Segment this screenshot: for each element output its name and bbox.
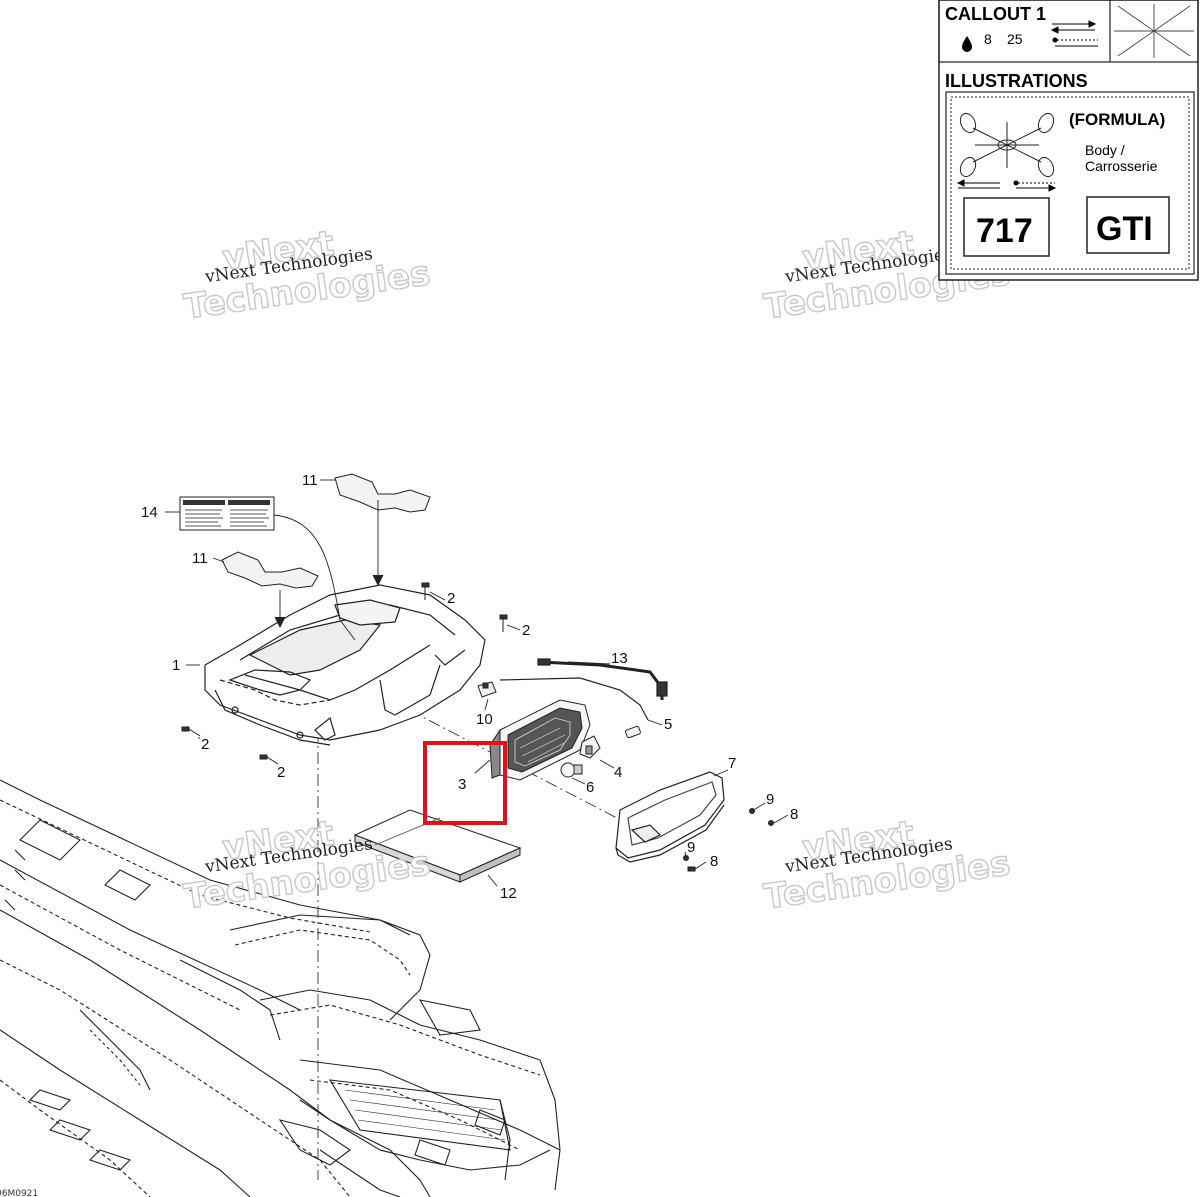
drawing-code: 06M0921: [0, 1189, 38, 1197]
part-connector-10: [477, 681, 497, 698]
small-arrows-icon: [956, 179, 1057, 192]
callout-11-lower: 11: [192, 550, 208, 567]
part-warning-label-14: [179, 496, 275, 531]
part-tunnel: [204, 584, 486, 746]
part-taillight-housing-3: [489, 699, 591, 781]
model-number: 717: [976, 212, 1033, 250]
body-label-line1: Body /: [1085, 142, 1125, 158]
callout-7: 7: [728, 755, 736, 772]
highlight-box-part-3: [423, 741, 507, 825]
legend-panel: CALLOUT 1 8 25 ILLUSTRATIONS: [938, 0, 1199, 281]
part-grommet-5: [625, 725, 641, 739]
watermark-bottom-left: vNext Technologies vNext Technologies: [181, 813, 434, 918]
callout-9-lower: 9: [687, 839, 695, 856]
callout-14: 14: [141, 504, 158, 521]
star-lines-icon: [1114, 4, 1194, 58]
callout-8-upper: 8: [790, 806, 798, 823]
callout-2-left: 2: [201, 736, 209, 753]
illustrations-title: ILLUSTRATIONS: [945, 71, 1088, 91]
callout-3: 3: [458, 776, 466, 793]
screw-2-left: [181, 726, 201, 737]
part-decal-11-lower: [221, 551, 319, 589]
part-decal-11-upper: [334, 473, 431, 513]
callout-8-lower: 8: [710, 853, 718, 870]
callout-2-bottom: 2: [277, 764, 285, 781]
part-pad-12: [353, 809, 522, 883]
screw-8-lower: [687, 866, 696, 872]
body-label-line2: Carrosserie: [1085, 158, 1158, 174]
callout-5: 5: [664, 716, 672, 733]
screw-8-upper: [768, 820, 774, 826]
leader-lines: [165, 479, 789, 887]
callout-6: 6: [586, 779, 594, 796]
callout-legend-num-a: 8: [984, 31, 992, 47]
callout-11-upper: 11: [302, 472, 318, 489]
formula-label: (FORMULA): [1069, 110, 1165, 129]
part-taillight-cover-7: [615, 771, 725, 863]
watermark-top-left: vNext Technologies vNext Technologies: [181, 223, 434, 328]
callout-labels: 1 2 2 2 2 3 4 5 6 7 8 8 9 9 10 11 11 12 …: [141, 472, 798, 902]
callout-legend-num-b: 25: [1007, 31, 1023, 47]
screw-2-top: [421, 582, 430, 600]
drop-icon: [962, 36, 972, 52]
callout-9-upper: 9: [766, 791, 774, 808]
sled-layout-icon: [959, 112, 1055, 178]
callout-10: 10: [476, 711, 493, 728]
screw-2-bottom: [259, 754, 279, 765]
callout-1: 1: [172, 657, 180, 674]
screw-2-right: [499, 614, 508, 632]
model-name: GTI: [1096, 210, 1153, 248]
callout-12: 12: [500, 885, 517, 902]
callout-13: 13: [611, 650, 628, 667]
callout-legend-title: CALLOUT 1: [945, 4, 1046, 24]
part-harness-13: [499, 658, 668, 721]
arrows-icon: [1050, 20, 1098, 47]
part-bulb-6: [560, 762, 583, 778]
part-bulb-socket-4: [579, 735, 601, 759]
callout-4: 4: [614, 764, 622, 781]
callout-2-top: 2: [447, 590, 455, 607]
callout-2-right: 2: [522, 622, 530, 639]
chassis-frame: [0, 779, 561, 1197]
